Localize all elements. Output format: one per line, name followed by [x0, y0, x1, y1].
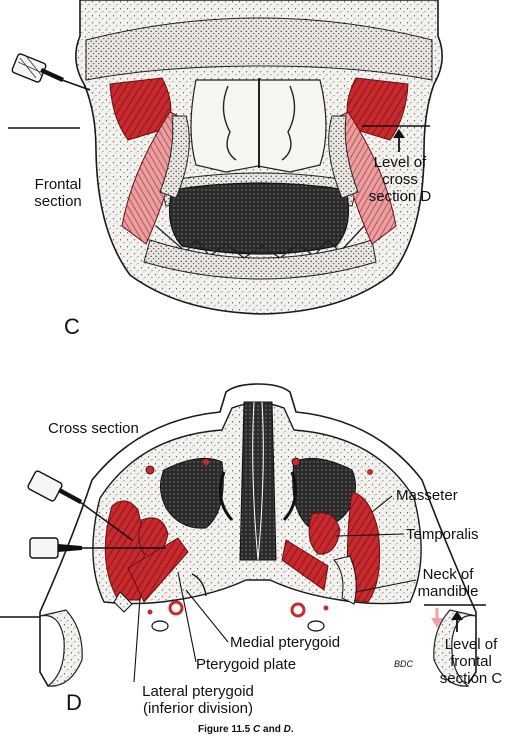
cranial-base — [85, 17, 433, 81]
ear-right — [433, 609, 477, 687]
maxillary-sinus-left — [160, 457, 224, 529]
pterygoid-plate-label: Pterygoid plate — [196, 656, 297, 673]
syringe-icon — [11, 53, 91, 91]
medial-pterygoid-label: Medial pterygoid — [230, 634, 341, 651]
pink-arrow-down-icon — [431, 608, 443, 628]
level-cross-section-label: Level of cross section D — [368, 154, 432, 205]
figure-caption: Figure 11.5 C and D. — [198, 724, 294, 735]
syringe-icon — [29, 537, 166, 559]
temporalis-d-right — [308, 512, 341, 555]
syringe-icon — [27, 470, 133, 541]
tongue — [169, 182, 349, 255]
level-arrow-up-icon — [451, 611, 463, 632]
cross-section-label: Cross section — [48, 420, 139, 437]
panel-letter-d: D — [66, 690, 82, 715]
nasal-cavity-d — [239, 401, 277, 561]
artist-signature: BDC — [394, 659, 414, 669]
ear-left — [39, 609, 83, 687]
frontal-section-label: Frontal section — [34, 176, 82, 210]
panel-d-muscles — [104, 491, 381, 613]
neck-of-mandible-label: Neck of mandible — [417, 566, 479, 600]
lateral-pterygoid-label: Lateral pterygoid (inferior division) — [142, 683, 254, 717]
level-frontal-section-label: Level of frontal section C — [439, 636, 503, 687]
temporalis-label: Temporalis — [406, 526, 479, 543]
panel-letter-c: C — [64, 314, 80, 339]
panel-c-skull — [75, 0, 443, 315]
level-arrow-up-icon — [393, 129, 405, 152]
masseter-label: Masseter — [396, 487, 458, 504]
leader-lines — [133, 495, 417, 683]
panel-c-muscles — [109, 77, 409, 245]
medial-pterygoid-d — [281, 539, 329, 591]
